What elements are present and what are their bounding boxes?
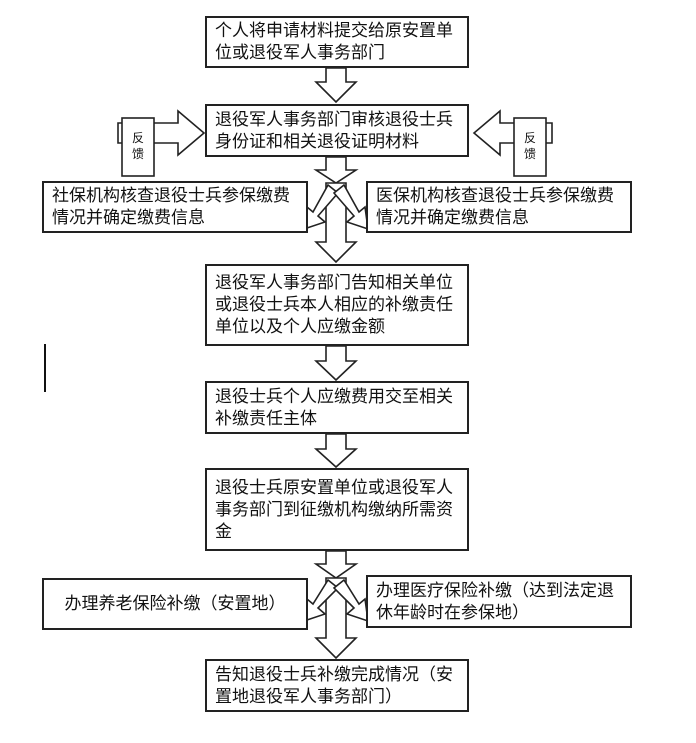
step-notify-responsibility-text: 退役军人事务部门告知相关单位或退役士兵本人相应的补缴责任单位以及个人应缴金额 [215, 273, 453, 337]
step-notify-responsibility: 退役军人事务部门告知相关单位或退役士兵本人相应的补缴责任单位以及个人应缴金额 [205, 264, 469, 346]
step-submit-materials: 个人将申请材料提交给原安置单位或退役军人事务部门 [205, 16, 469, 68]
feedback-label-right: 反馈 [523, 131, 536, 161]
arrow-branch-left-1 [303, 183, 340, 231]
feedback-label-left: 反馈 [131, 131, 144, 161]
step-notify-completion-text: 告知退役士兵补缴完成情况（安置地退役军人事务部门） [215, 664, 453, 707]
step-pay-funds: 退役士兵原安置单位或退役军人事务部门到征缴机构缴纳所需资金 [205, 468, 469, 551]
step-pay-personal-fee: 退役士兵个人应缴费用交至相关补缴责任主体 [205, 381, 469, 434]
step-medical-insurance-check-text: 医保机构核查退役士兵参保缴费情况并确定缴费信息 [376, 186, 614, 228]
step-review-documents: 退役军人事务部门审核退役士兵身份证和相关退役证明材料 [205, 104, 469, 157]
step-social-insurance-check: 社保机构核查退役士兵参保缴费情况并确定缴费信息 [42, 181, 308, 233]
step-submit-materials-text: 个人将申请材料提交给原安置单位或退役军人事务部门 [215, 21, 453, 63]
arrow-branch-right-1 [332, 183, 369, 231]
arrow-down-1 [314, 67, 358, 104]
feedback-box-right [513, 117, 547, 177]
arrow-branch-right-2 [332, 578, 369, 623]
text-cursor [44, 344, 46, 392]
step-pay-funds-text: 退役士兵原安置单位或退役军人事务部门到征缴机构缴纳所需资金 [215, 477, 453, 542]
step-medical-supplement-text: 办理医疗保险补缴（达到法定退休年龄时在参保地） [376, 580, 614, 623]
arrow-down-5 [313, 433, 359, 469]
step-notify-completion: 告知退役士兵补缴完成情况（安置地退役军人事务部门） [205, 659, 469, 712]
step-medical-insurance-check: 医保机构核查退役士兵参保缴费情况并确定缴费信息 [366, 181, 632, 233]
arrow-down-2 [313, 156, 359, 184]
arrow-branch-left-2 [303, 578, 340, 623]
arrow-down-6 [313, 550, 359, 579]
step-social-insurance-check-text: 社保机构核查退役士兵参保缴费情况并确定缴费信息 [52, 186, 290, 228]
step-pension-supplement-text: 办理养老保险补缴（安置地） [64, 594, 286, 614]
arrow-down-4 [313, 345, 359, 382]
feedback-box-left [121, 117, 155, 177]
step-pay-personal-fee-text: 退役士兵个人应缴费用交至相关补缴责任主体 [215, 386, 453, 429]
step-review-documents-text: 退役军人事务部门审核退役士兵身份证和相关退役证明材料 [215, 109, 453, 152]
step-pension-supplement: 办理养老保险补缴（安置地） [42, 578, 308, 630]
step-medical-supplement: 办理医疗保险补缴（达到法定退休年龄时在参保地） [366, 575, 632, 628]
